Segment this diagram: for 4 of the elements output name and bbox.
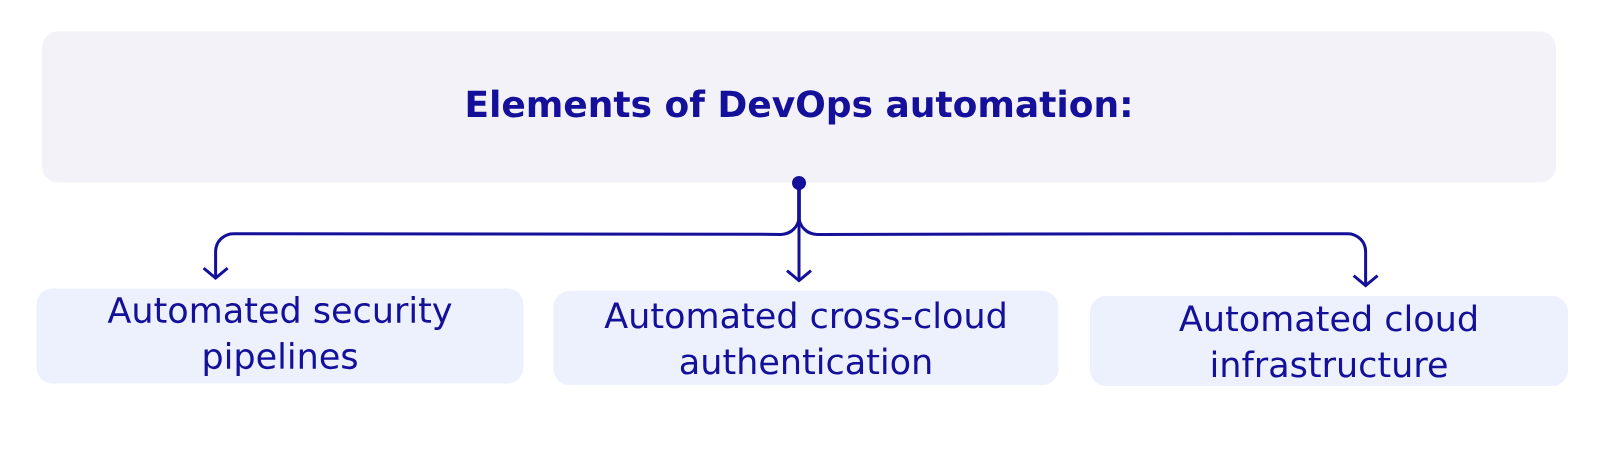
item-box: Automated cross-cloud authentication xyxy=(553,291,1059,385)
item-box: Automated cloud infrastructure xyxy=(1090,296,1568,386)
item-box: Automated security pipelines xyxy=(36,288,524,384)
heading-box: Elements of DevOps automation: xyxy=(42,31,1556,183)
